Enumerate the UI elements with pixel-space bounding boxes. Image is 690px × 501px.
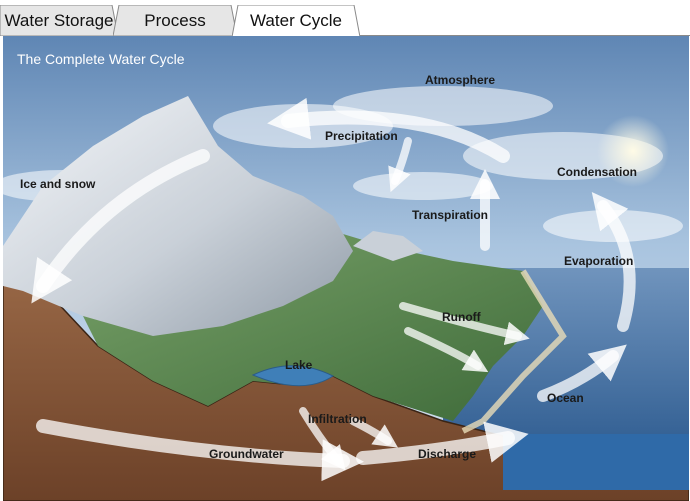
label-transpiration: Transpiration: [412, 208, 488, 222]
sun: [597, 115, 669, 187]
label-lake: Lake: [285, 358, 313, 372]
tab-water-cycle[interactable]: Water Cycle: [232, 5, 360, 37]
tab-water-storage[interactable]: Water Storage: [0, 5, 118, 36]
label-groundwater: Groundwater: [209, 447, 284, 461]
tab-shape: [0, 5, 118, 36]
label-atmosphere: Atmosphere: [425, 73, 495, 87]
label-infiltration: Infiltration: [308, 412, 367, 426]
snowy-mountain: [3, 96, 353, 336]
small-peak: [353, 231, 423, 261]
tab-process[interactable]: Process: [113, 5, 237, 36]
label-evaporation: Evaporation: [564, 254, 633, 268]
label-runoff: Runoff: [442, 310, 482, 324]
tab-label: Process: [144, 10, 206, 30]
diagram-title: The Complete Water Cycle: [17, 51, 185, 67]
tab-shape: [113, 5, 237, 36]
label-ocean: Ocean: [547, 391, 584, 405]
water-cycle-diagram: The Complete Water Cycle Atmosphere Prec…: [3, 36, 689, 501]
label-precipitation: Precipitation: [325, 129, 398, 143]
beach: [461, 269, 567, 434]
ocean-deep: [503, 434, 689, 490]
tab-bar: Water Storage Process Water Cycle: [0, 0, 690, 37]
tab-label: Water Cycle: [250, 10, 342, 30]
label-discharge: Discharge: [418, 447, 476, 461]
label-ice-and-snow: Ice and snow: [20, 177, 96, 191]
tab-label: Water Storage: [4, 10, 114, 30]
label-condensation: Condensation: [557, 165, 637, 179]
lake: [251, 365, 334, 387]
cycle-arrows: [31, 97, 636, 482]
